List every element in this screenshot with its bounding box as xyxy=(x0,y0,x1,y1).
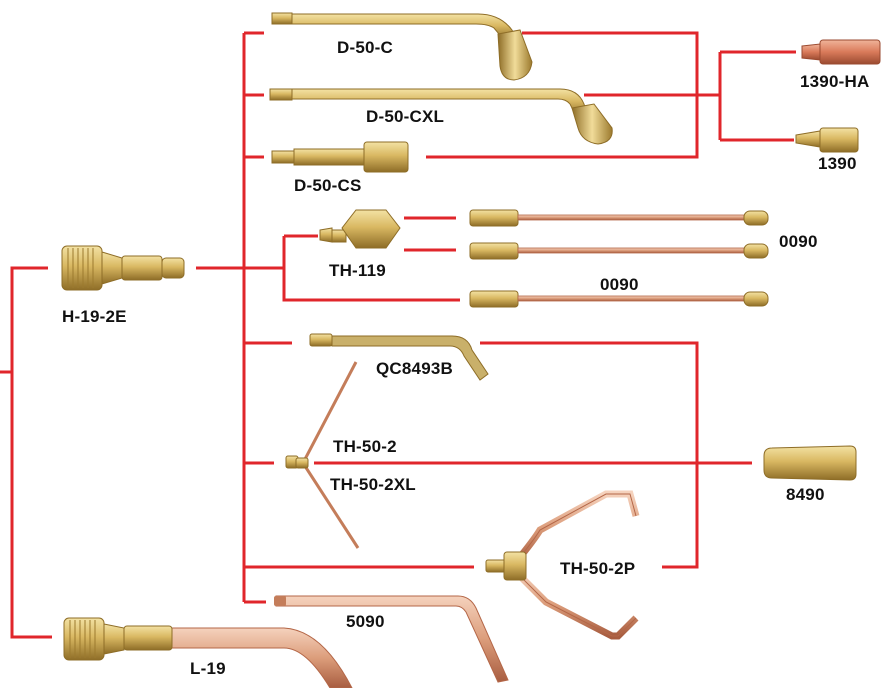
label-l19: L-19 xyxy=(190,660,226,677)
d50-c-extension-icon[interactable] xyxy=(272,13,532,80)
label-d50-cxl: D-50-CXL xyxy=(366,108,444,125)
label-th-50-2xl: TH-50-2XL xyxy=(330,476,416,493)
label-0090-a: 0090 xyxy=(779,233,818,250)
label-5090: 5090 xyxy=(346,613,385,630)
tip-1390-icon[interactable] xyxy=(796,128,858,152)
label-1390: 1390 xyxy=(818,155,857,172)
tip-1390-ha-icon[interactable] xyxy=(802,40,880,64)
label-th-50-2: TH-50-2 xyxy=(333,438,397,455)
label-th-50-2p: TH-50-2P xyxy=(560,560,635,577)
tube-0090-top xyxy=(470,210,768,226)
d50-cs-extension-icon[interactable] xyxy=(272,142,408,172)
label-h19-2e: H-19-2E xyxy=(62,308,127,325)
label-0090-b: 0090 xyxy=(600,276,639,293)
label-d50-cs: D-50-CS xyxy=(294,177,362,194)
label-8490: 8490 xyxy=(786,486,825,503)
tube-0090-middle xyxy=(470,243,768,259)
label-d50-c: D-50-C xyxy=(337,39,393,56)
nozzle-8490-icon[interactable] xyxy=(764,446,856,480)
h19-2e-torch-handle-icon[interactable] xyxy=(62,246,184,290)
th-119-extension-icon[interactable] xyxy=(320,210,400,248)
label-th-119: TH-119 xyxy=(329,262,386,279)
label-1390-ha: 1390-HA xyxy=(800,73,869,90)
label-qc8493b: QC8493B xyxy=(376,360,453,377)
